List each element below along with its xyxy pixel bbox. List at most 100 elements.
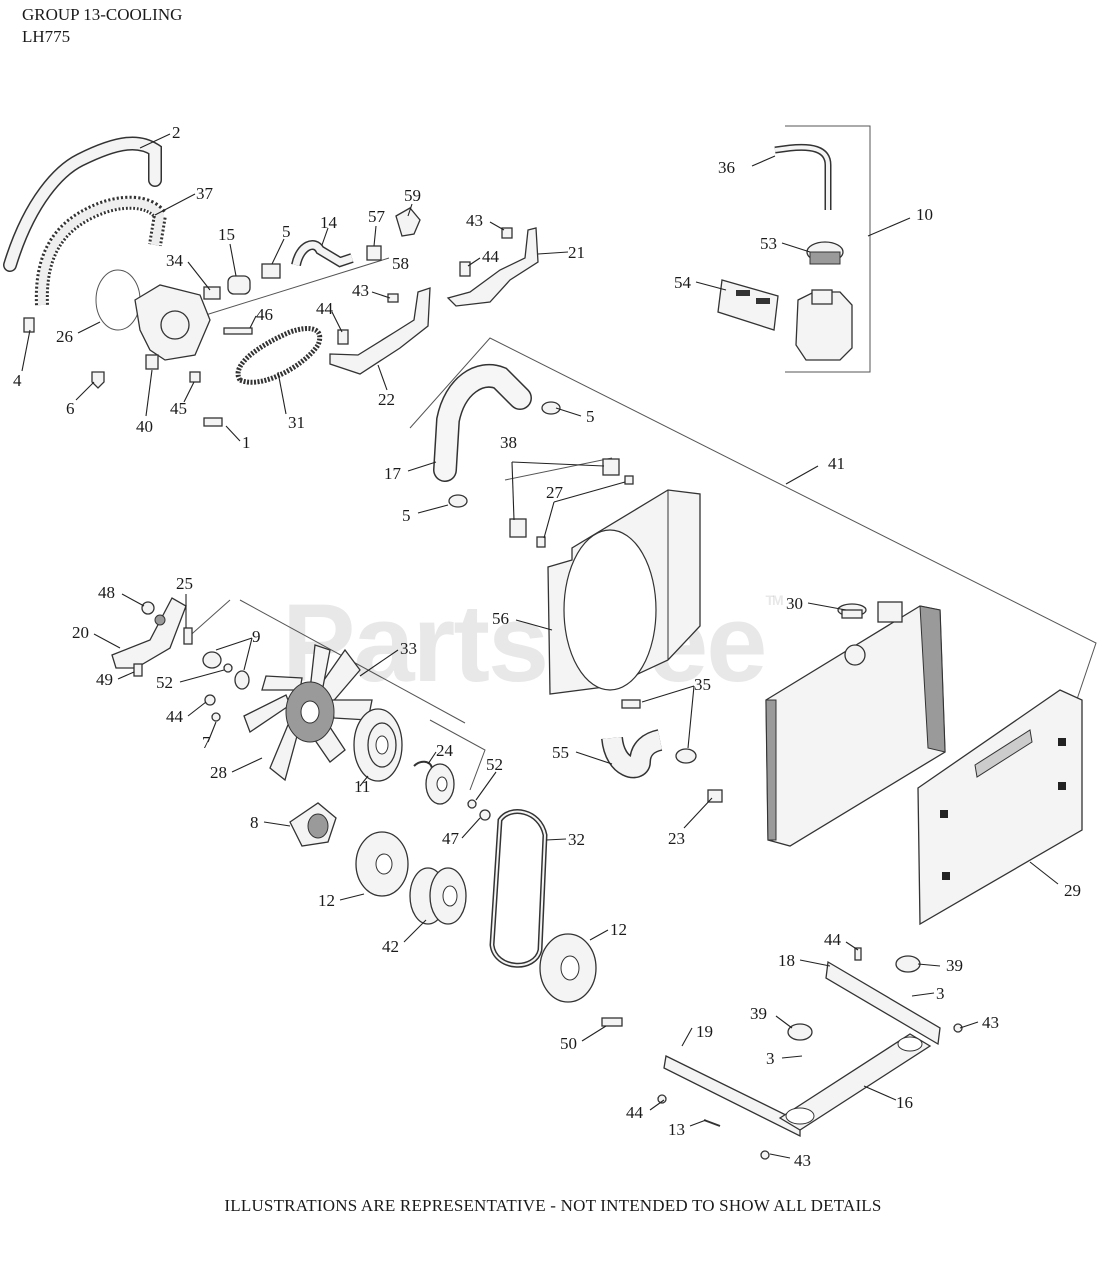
reservoir-cap-53[interactable]	[806, 241, 844, 265]
callout-52-left: 52	[156, 673, 173, 692]
callout-3-left: 3	[766, 1049, 775, 1068]
upper-radiator-hose-17[interactable]	[433, 363, 532, 482]
callout-34: 34	[166, 251, 184, 270]
callout-18: 18	[778, 951, 795, 970]
hose-clamps-35[interactable]	[621, 699, 697, 764]
callout-13: 13	[668, 1120, 685, 1139]
callout-44-fan: 44	[166, 707, 184, 726]
washers-52-47[interactable]	[467, 799, 491, 821]
callout-11: 11	[354, 777, 370, 796]
overflow-hose-36[interactable]	[774, 143, 832, 210]
lower-radiator-hose-55[interactable]	[601, 729, 663, 779]
callout-22: 22	[378, 390, 395, 409]
callout-44-frame: 44	[824, 930, 842, 949]
callout-15: 15	[218, 225, 235, 244]
callout-7: 7	[202, 733, 211, 752]
callout-12-right: 12	[610, 920, 627, 939]
callout-20: 20	[72, 623, 89, 642]
callout-2: 2	[172, 123, 181, 142]
callout-41: 41	[828, 454, 845, 473]
water-pump[interactable]	[134, 284, 211, 370]
bolt-45[interactable]	[189, 371, 201, 383]
idler-fasteners	[133, 601, 193, 677]
leader-lines	[21, 133, 1059, 1159]
sensor-1[interactable]	[203, 417, 223, 427]
hose-assembly-58[interactable]	[203, 207, 421, 300]
bolt-50[interactable]	[601, 1017, 623, 1027]
fan-shroud-56[interactable]	[547, 489, 701, 695]
callout-43-frame-right: 43	[982, 1013, 999, 1032]
callout-43-b22: 43	[352, 281, 369, 300]
callout-16: 16	[896, 1093, 913, 1112]
callout-19: 19	[696, 1022, 713, 1041]
fan-hub-8[interactable]	[289, 802, 337, 847]
callout-56: 56	[492, 609, 509, 628]
callout-43-b21: 43	[466, 211, 483, 230]
screen-29[interactable]	[917, 689, 1083, 926]
radiator-cap-30[interactable]	[837, 603, 867, 619]
callout-28: 28	[210, 763, 227, 782]
callout-45: 45	[170, 399, 187, 418]
double-pulley-42[interactable]	[409, 867, 467, 925]
frame-cross-16[interactable]	[778, 1033, 932, 1131]
callout-31: 31	[288, 413, 305, 432]
frame-rail-19[interactable]	[663, 1055, 801, 1138]
mounts-39[interactable]	[787, 955, 921, 1041]
decal-54[interactable]	[717, 279, 779, 331]
o-ring[interactable]	[95, 269, 141, 331]
model-number: LH775	[22, 27, 71, 46]
callout-labels: 2 37 59 14 15 5 57 58 34 26 4 6 40 45 46…	[13, 123, 1081, 1170]
callout-10: 10	[916, 205, 933, 224]
reservoir-tank[interactable]	[795, 289, 853, 361]
pulley-half-12-right[interactable]	[539, 933, 597, 1003]
frame-rail-18[interactable]	[825, 960, 941, 1046]
callout-47: 47	[442, 829, 460, 848]
callout-44-frame-left: 44	[626, 1103, 644, 1122]
callout-42: 42	[382, 937, 399, 956]
callout-59: 59	[404, 186, 421, 205]
callout-4: 4	[13, 371, 22, 390]
callout-8: 8	[250, 813, 259, 832]
callout-50: 50	[560, 1034, 577, 1053]
callout-36: 36	[718, 158, 735, 177]
callout-17: 17	[384, 464, 402, 483]
bracket-22[interactable]	[329, 287, 431, 375]
callout-35: 35	[694, 675, 711, 694]
pulley-half-12-left[interactable]	[355, 831, 409, 897]
bracket-21[interactable]	[446, 227, 539, 307]
radiator-core[interactable]	[765, 601, 946, 847]
fitting-4[interactable]	[23, 317, 35, 333]
callout-53: 53	[760, 234, 777, 253]
callout-44-b22: 44	[316, 299, 334, 318]
disclaimer-footer: ILLUSTRATIONS ARE REPRESENTATIVE - NOT I…	[224, 1196, 882, 1215]
pulley-11[interactable]	[353, 708, 403, 782]
callout-55: 55	[552, 743, 569, 762]
callout-54: 54	[674, 273, 692, 292]
callout-33: 33	[400, 639, 417, 658]
callout-30: 30	[786, 594, 803, 613]
bolt-46[interactable]	[223, 327, 253, 335]
callout-5-top: 5	[282, 222, 291, 241]
isolators-38[interactable]	[509, 458, 634, 548]
callout-48: 48	[98, 583, 115, 602]
elbow-adapter-6[interactable]	[91, 371, 105, 389]
callout-1: 1	[242, 433, 251, 452]
hose-clamps-5[interactable]	[448, 401, 561, 508]
callout-39-left: 39	[750, 1004, 767, 1023]
hose-spiral[interactable]	[34, 195, 168, 306]
idler-arm-20[interactable]	[111, 597, 187, 669]
callout-6: 6	[66, 399, 75, 418]
hub-24[interactable]	[413, 760, 455, 805]
callout-24: 24	[436, 741, 454, 760]
callout-44-b21: 44	[482, 247, 500, 266]
callout-3-right: 3	[936, 984, 945, 1003]
group-title: GROUP 13-COOLING	[22, 5, 183, 24]
fan-28[interactable]	[243, 644, 373, 782]
spacers-9[interactable]	[202, 651, 250, 722]
callout-52-right: 52	[486, 755, 503, 774]
callout-5-b: 5	[402, 506, 411, 525]
v-belt-32[interactable]	[489, 809, 548, 968]
hose-upper-left[interactable]	[3, 136, 162, 272]
callout-23: 23	[668, 829, 685, 848]
